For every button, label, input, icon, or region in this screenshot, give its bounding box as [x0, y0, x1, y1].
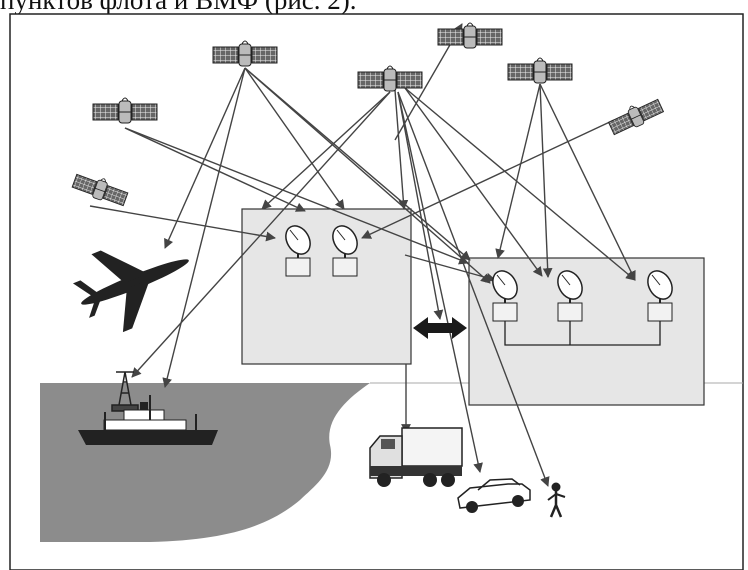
ship-icon: [78, 395, 218, 445]
car-icon: [457, 478, 531, 513]
signal-arrows: [89, 23, 636, 487]
ground-station-box-left: [241, 208, 412, 365]
radio-tower-icon: [111, 371, 139, 412]
station-cable: [504, 321, 661, 346]
pedestrian-icon: [547, 482, 566, 518]
airplane-icon: [72, 250, 189, 333]
station-link-arrow: [413, 317, 467, 339]
truck-icon: [369, 427, 463, 487]
header-text: пунктов флота и ВМФ (рис. 2).: [0, 0, 357, 15]
